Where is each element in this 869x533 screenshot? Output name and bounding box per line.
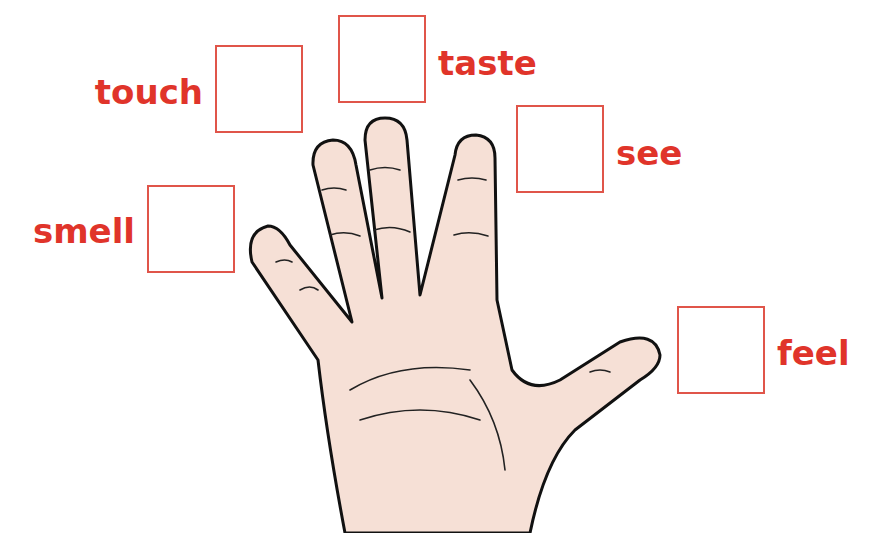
- sense-word: see: [616, 135, 682, 172]
- sense-word: feel: [777, 335, 850, 372]
- answer-box: taste: [338, 15, 426, 103]
- sense-word: touch: [95, 74, 203, 111]
- sense-word: taste: [438, 45, 537, 82]
- answer-box: smell: [147, 185, 235, 273]
- hand-creases: [276, 168, 610, 471]
- answer-box: feel: [677, 306, 765, 394]
- answer-box: see: [516, 105, 604, 193]
- sense-word: smell: [33, 213, 135, 250]
- answer-box: touch: [215, 45, 303, 133]
